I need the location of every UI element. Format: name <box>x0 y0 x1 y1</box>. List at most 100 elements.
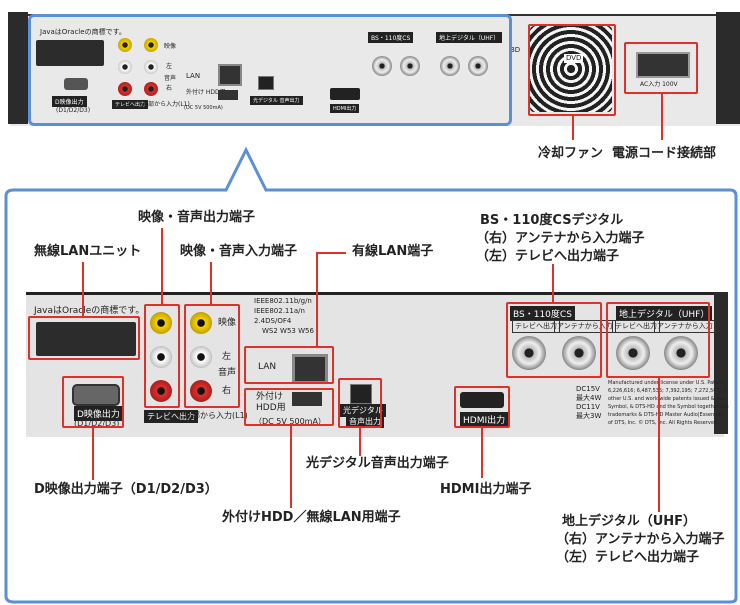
zoom-ieee2: IEEE802.11a/n <box>254 307 305 315</box>
zoom-ieee1: IEEE802.11b/g/n <box>254 297 312 305</box>
power-cord-callout: 電源コード接続部 <box>612 146 717 161</box>
zoom-optical-port <box>350 384 372 404</box>
panel-edge-right <box>716 12 740 124</box>
zoom-terr-coax-right <box>664 336 698 370</box>
zoom-power-spec3: DC11V <box>576 403 600 411</box>
zoom-license2: 6,226,616; 6,487,535; 7,392,195; 7,272,5… <box>608 388 728 394</box>
zoom-hdd-port <box>292 392 322 406</box>
zoom-terr-highlight <box>606 302 710 378</box>
rca-video-label-top: 映像 <box>164 43 177 50</box>
optical-port-top <box>258 76 274 90</box>
zoom-bs-ant-in-tab: アンテナから入力 <box>554 320 616 333</box>
zoom-terr-ant-in-tab: アンテナから入力 <box>654 320 716 333</box>
dvd-label-top: DVD <box>564 54 584 63</box>
terr-coax-right-top <box>468 56 488 76</box>
callout-terr-2: （右）アンテナから入力端子 <box>556 532 725 547</box>
zoom-source-highlight <box>28 14 512 126</box>
zoom-optical-highlight <box>338 378 382 428</box>
panel-edge-left <box>8 12 28 124</box>
rca-out-left-top <box>118 60 132 74</box>
zoom-bs-coax-left <box>512 336 546 370</box>
callout-terr-3: （左）テレビへ出力端子 <box>556 550 700 565</box>
optical-label-top: 光デジタル 音声出力 <box>250 96 303 105</box>
zoom-rca-in-video <box>190 312 212 334</box>
rca-in-video-top <box>144 38 158 52</box>
rca-left-label-top: 左 <box>166 63 173 70</box>
zoom-lan-label: LAN <box>258 362 277 372</box>
ext-in-label-top: 外部から入力(L1) <box>142 101 190 108</box>
rca-right-label-top: 右 <box>166 85 173 92</box>
callout-line-terr <box>658 378 660 512</box>
zoom-rca-out-right <box>150 380 172 402</box>
ac-inlet <box>636 52 690 78</box>
java-trademark-text: JavaはOracleの商標です。 <box>40 28 126 36</box>
zoom-hdd-power: （DC 5V 500mA） <box>254 417 326 426</box>
zoom-bs-label: BS・110度CS <box>510 306 575 321</box>
callout-av-in: 映像・音声入力端子 <box>180 244 298 259</box>
bs-coax-right-top <box>400 56 420 76</box>
zoom-rca-in-left <box>190 346 212 368</box>
zoom-d-video-sub: (D1/D2/D3) <box>74 419 120 428</box>
terr-coax-left-top <box>440 56 460 76</box>
terr-label-top: 地上デジタル（UHF） <box>436 32 503 43</box>
callout-bs-cs-3: （左）テレビへ出力端子 <box>476 249 620 264</box>
lan-port-top <box>218 64 242 86</box>
zoom-terr-coax-left <box>616 336 650 370</box>
hdmi-port-top <box>330 88 360 100</box>
zoom-video-label: 映像 <box>218 318 237 328</box>
zoom-rca-in-right <box>190 380 212 402</box>
zoom-license4: Symbol, & DTS-HD and the Symbol together… <box>608 404 729 410</box>
ac-label-top: AC入力 100V <box>640 81 678 88</box>
callout-bs-cs-2: （右）アンテナから入力端子 <box>476 231 645 246</box>
zoom-java-text: JavaはOracleの商標です。 <box>34 306 145 316</box>
zoom-panel-right-edge <box>714 292 728 434</box>
zoom-wireless-lan-unit <box>36 322 136 356</box>
zoom-d-video-port <box>72 384 120 406</box>
callout-bs-cs-1: BS・110度CSデジタル <box>480 213 624 228</box>
zoom-power-spec4: 最大3W <box>576 412 602 420</box>
callout-line-av-in <box>210 262 212 304</box>
zoom-left-label: 左 <box>222 352 232 362</box>
callout-line-av-out <box>161 228 163 304</box>
callout-line-d-video <box>92 428 94 480</box>
d-video-out-label-top: D映像出力 <box>52 96 87 107</box>
callout-line-optical <box>359 428 361 456</box>
zoom-license6: of DTS, Inc. © DTS, Inc. All Rights Rese… <box>608 420 719 426</box>
power-inlet-highlight <box>624 42 698 94</box>
callout-line-lan-h <box>316 252 346 254</box>
zoom-license1: Manufactured under license under U.S. Pa… <box>608 380 724 386</box>
callout-line-hdmi <box>481 428 483 478</box>
zoom-optical-label1: 光デジタル <box>340 404 386 417</box>
zoom-hdmi-highlight <box>454 386 510 428</box>
zoom-power-spec1: DC15V <box>576 385 600 393</box>
zoom-hdmi-label: HDMI出力 <box>460 412 509 427</box>
zoom-license3: other U.S. and worldwide patents issued … <box>608 396 726 402</box>
callout-wireless-lan-unit: 無線LANユニット <box>34 244 142 259</box>
rca-out-video-top <box>118 38 132 52</box>
cooling-fan-callout: 冷却ファン <box>538 146 604 161</box>
zoom-wireless-lan-highlight <box>28 316 140 360</box>
callout-line-bs <box>552 264 554 302</box>
bd-label-top: BD <box>510 46 521 54</box>
zoom-hdmi-port <box>460 392 504 408</box>
callout-d-video-out: D映像出力端子（D1/D2/D3） <box>34 482 218 497</box>
cooling-fan <box>530 26 612 112</box>
tv-out-label-top: テレビへ出力 <box>112 100 149 109</box>
zoom-audio-label: 音声 <box>218 368 237 378</box>
zoom-bs-coax-right <box>562 336 596 370</box>
zoom-license5: trademarks & DTS-HD Master Audio|Essenti… <box>608 412 725 418</box>
lan-label-top: LAN <box>186 72 201 80</box>
zoom-bs-tv-out-tab: テレビへ出力 <box>512 320 560 333</box>
callout-wired-lan: 有線LAN端子 <box>352 244 434 259</box>
zoom-right-label: 右 <box>222 386 232 396</box>
rca-in-right-top <box>144 82 158 96</box>
d-video-out-sub-top: (D1/D2/D3) <box>56 107 91 114</box>
power-callout-line <box>661 94 663 140</box>
rca-in-left-top <box>144 60 158 74</box>
callout-optical-out: 光デジタル音声出力端子 <box>306 456 449 471</box>
zoom-model: WS2 W53 W56 <box>262 327 314 335</box>
cooling-fan-highlight <box>528 24 616 116</box>
zoom-tv-out-label: テレビへ出力 <box>144 410 198 423</box>
zoom-hdd-label1: 外付け <box>256 392 284 402</box>
fan-callout-line <box>572 116 574 140</box>
